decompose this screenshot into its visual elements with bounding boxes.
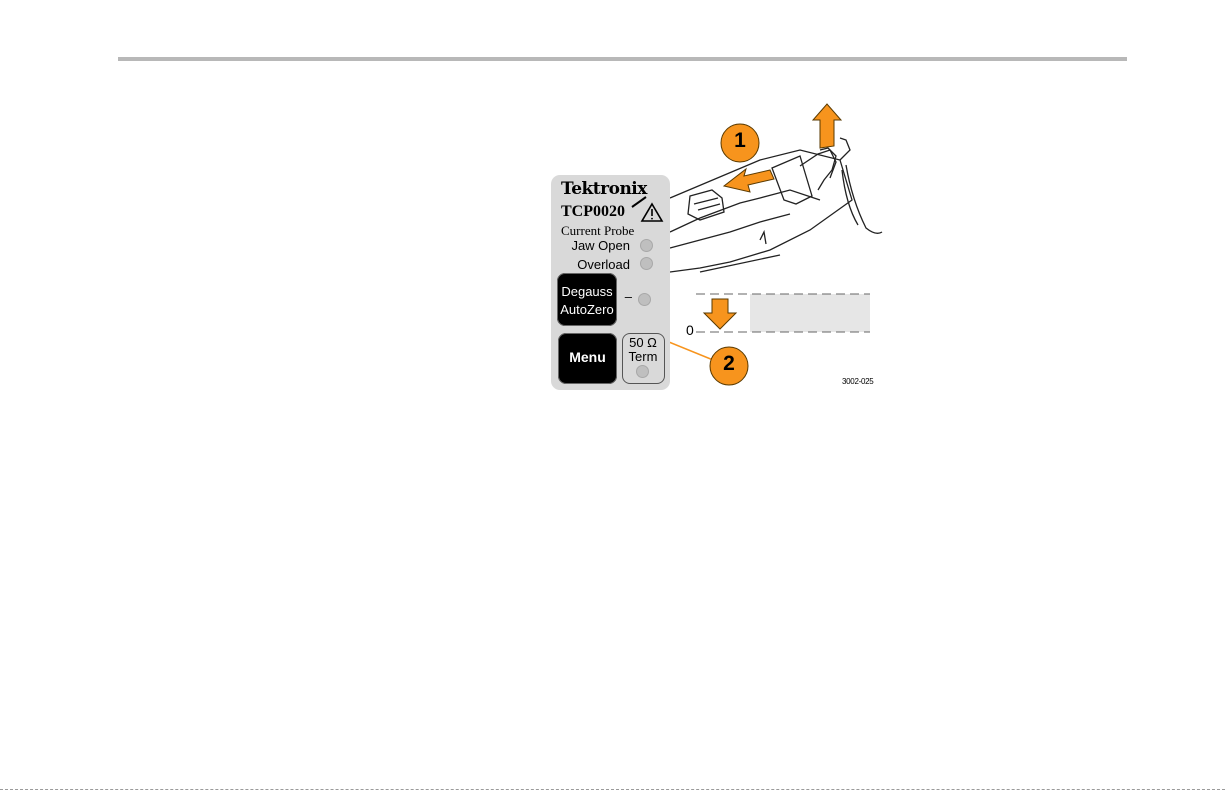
autozero-label: AutoZero [557,302,617,317]
degauss-led [638,293,651,306]
callout-1-number: 1 [720,129,760,153]
term-ohm-label: 50 Ω [623,335,663,350]
menu-button[interactable]: Menu [558,333,617,384]
logo-slash [632,197,646,207]
model-number: TCP0020 [561,203,625,221]
jaw-open-label: Jaw Open [560,238,630,253]
degauss-label: Degauss [557,284,617,299]
term-led [636,365,649,378]
footer-rule [0,789,1225,790]
degauss-autozero-button[interactable]: Degauss AutoZero [557,273,617,326]
term-label: Term [623,349,663,364]
warning-icon [642,204,662,221]
figure-id: 3002-025 [842,377,873,386]
overload-label: Overload [560,257,630,272]
term-50-ohm-button[interactable]: 50 Ω Term [622,333,665,384]
jaw-open-led [640,239,653,252]
callout-2-number: 2 [709,352,749,376]
probe-type: Current Probe [561,223,634,239]
zero-level-label: 0 [686,322,694,338]
degauss-minus-sign: – [620,289,632,304]
menu-label: Menu [558,349,617,365]
overload-led [640,257,653,270]
